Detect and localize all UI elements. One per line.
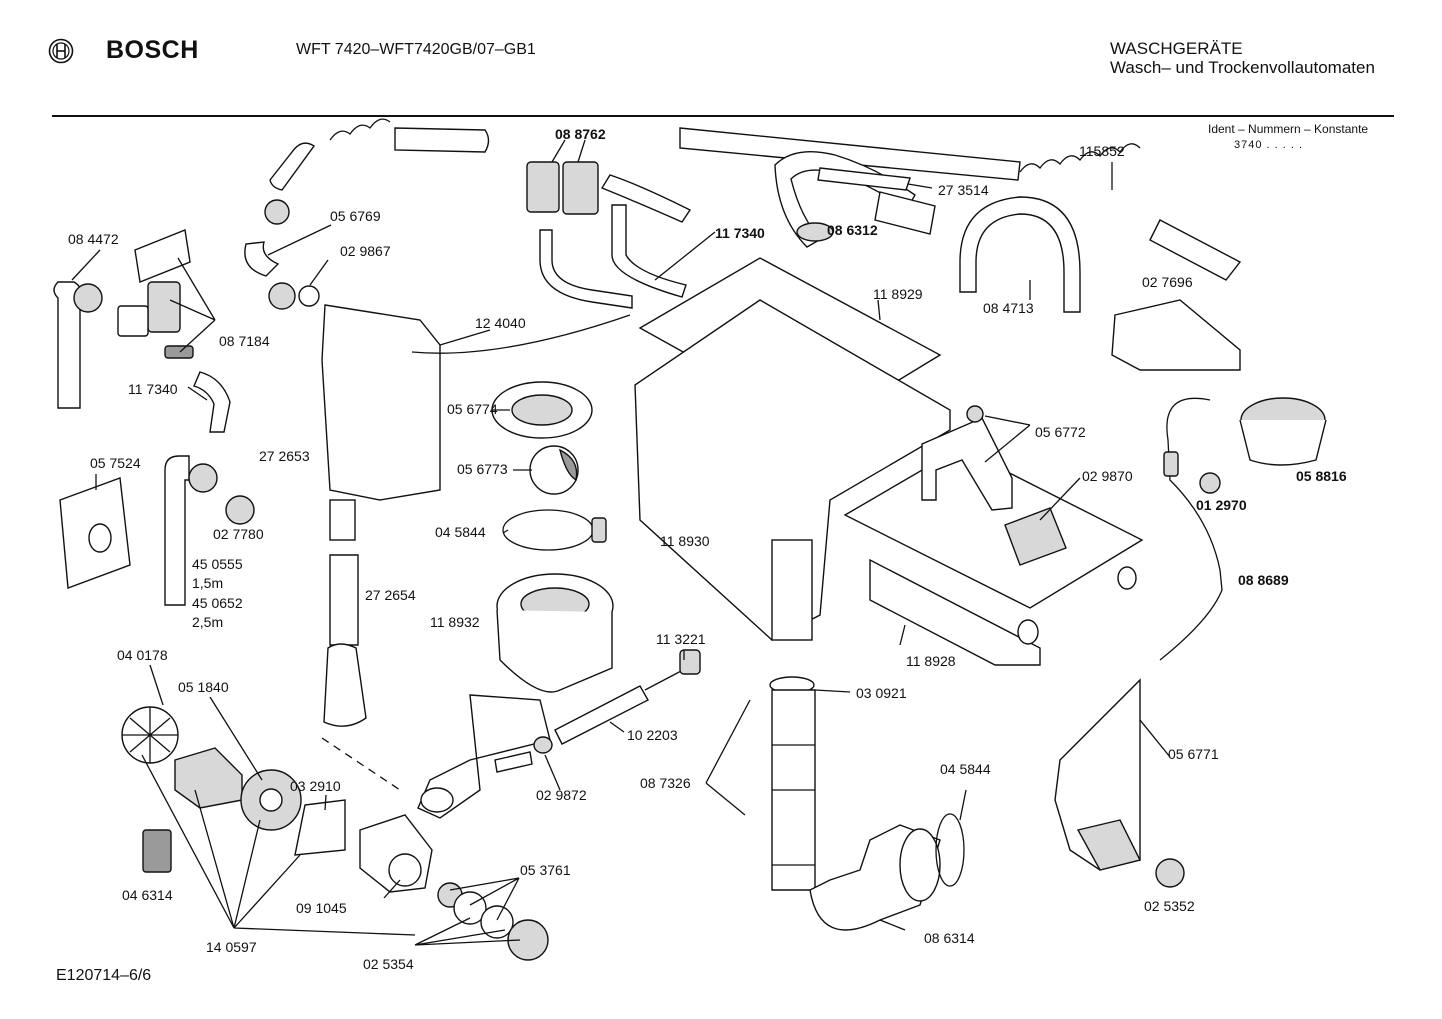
ident-label: Ident – Nummern – Konstante bbox=[1208, 122, 1369, 136]
drawing-number: E120714–6/6 bbox=[56, 967, 152, 984]
part-label-140597: 14 0597 bbox=[206, 939, 257, 955]
part-label-118929: 11 8929 bbox=[873, 286, 923, 302]
part-label-117340-center: 11 7340 bbox=[715, 225, 765, 241]
part-label-053761: 05 3761 bbox=[520, 862, 571, 878]
part-label-056772: 05 6772 bbox=[1035, 424, 1086, 440]
part-label-056771: 05 6771 bbox=[1168, 746, 1219, 762]
part-label-040178: 04 0178 bbox=[117, 647, 168, 663]
part-label-030921: 03 0921 bbox=[856, 685, 907, 701]
part-label-029870: 02 9870 bbox=[1082, 468, 1133, 484]
part-label-086314: 08 6314 bbox=[924, 930, 975, 946]
parts-illustration bbox=[53, 118, 1327, 961]
part-label-056769: 05 6769 bbox=[330, 208, 381, 224]
category-title: WASCHGERÄTE bbox=[1110, 39, 1243, 58]
part-label-012970: 01 2970 bbox=[1196, 497, 1247, 513]
length-label-1: 1,5m bbox=[192, 575, 223, 591]
part-label-124040: 12 4040 bbox=[475, 315, 526, 331]
part-label-058816: 05 8816 bbox=[1296, 468, 1347, 484]
part-label-032910: 03 2910 bbox=[290, 778, 341, 794]
part-label-057524: 05 7524 bbox=[90, 455, 141, 471]
part-label-056774: 05 6774 bbox=[447, 401, 498, 417]
part-label-088689: 08 8689 bbox=[1238, 572, 1289, 588]
part-label-088762: 08 8762 bbox=[555, 126, 606, 142]
part-label-118932: 11 8932 bbox=[430, 614, 480, 630]
part-label-084472: 08 4472 bbox=[68, 231, 119, 247]
part-label-087326: 08 7326 bbox=[640, 775, 691, 791]
part-label-113221: 11 3221 bbox=[656, 631, 706, 647]
part-label-117340-left: 11 7340 bbox=[128, 381, 178, 397]
part-label-450652: 45 0652 bbox=[192, 595, 243, 611]
part-label-027780: 02 7780 bbox=[213, 526, 264, 542]
part-label-056773: 05 6773 bbox=[457, 461, 508, 477]
part-label-045844-left: 04 5844 bbox=[435, 524, 486, 540]
category-subtitle: Wasch– und Trockenvollautomaten bbox=[1110, 58, 1375, 77]
bosch-logo-icon bbox=[48, 38, 74, 64]
part-label-029867: 02 9867 bbox=[340, 243, 391, 259]
part-label-118928: 11 8928 bbox=[906, 653, 956, 669]
part-label-029872: 02 9872 bbox=[536, 787, 587, 803]
ident-code: 3740 . . . . . bbox=[1234, 139, 1304, 151]
part-label-045844-right: 04 5844 bbox=[940, 761, 991, 777]
part-label-115852: 115852 bbox=[1079, 143, 1125, 159]
part-label-102203: 10 2203 bbox=[627, 727, 678, 743]
part-label-027696: 02 7696 bbox=[1142, 274, 1193, 290]
part-label-273514: 27 3514 bbox=[938, 182, 989, 198]
part-label-051840: 05 1840 bbox=[178, 679, 229, 695]
part-label-086312: 08 6312 bbox=[827, 222, 878, 238]
part-label-084713: 08 4713 bbox=[983, 300, 1034, 316]
part-label-118930: 11 8930 bbox=[660, 533, 710, 549]
part-label-272654: 27 2654 bbox=[365, 587, 416, 603]
part-label-087184: 08 7184 bbox=[219, 333, 270, 349]
part-label-091045: 09 1045 bbox=[296, 900, 347, 916]
part-label-272653: 27 2653 bbox=[259, 448, 310, 464]
part-number-labels: 08 4472 08 7184 11 7340 05 7524 02 7780 … bbox=[68, 126, 1347, 972]
part-label-025354: 02 5354 bbox=[363, 956, 414, 972]
header-divider bbox=[52, 115, 1394, 117]
part-label-046314: 04 6314 bbox=[122, 887, 173, 903]
model-number: WFT 7420–WFT7420GB/07–GB1 bbox=[296, 41, 536, 58]
leader-lines bbox=[71, 139, 1171, 946]
part-label-025352: 02 5352 bbox=[1144, 898, 1195, 914]
brand-name: BOSCH bbox=[106, 36, 199, 64]
length-label-2: 2,5m bbox=[192, 614, 223, 630]
part-label-450555: 45 0555 bbox=[192, 556, 243, 572]
